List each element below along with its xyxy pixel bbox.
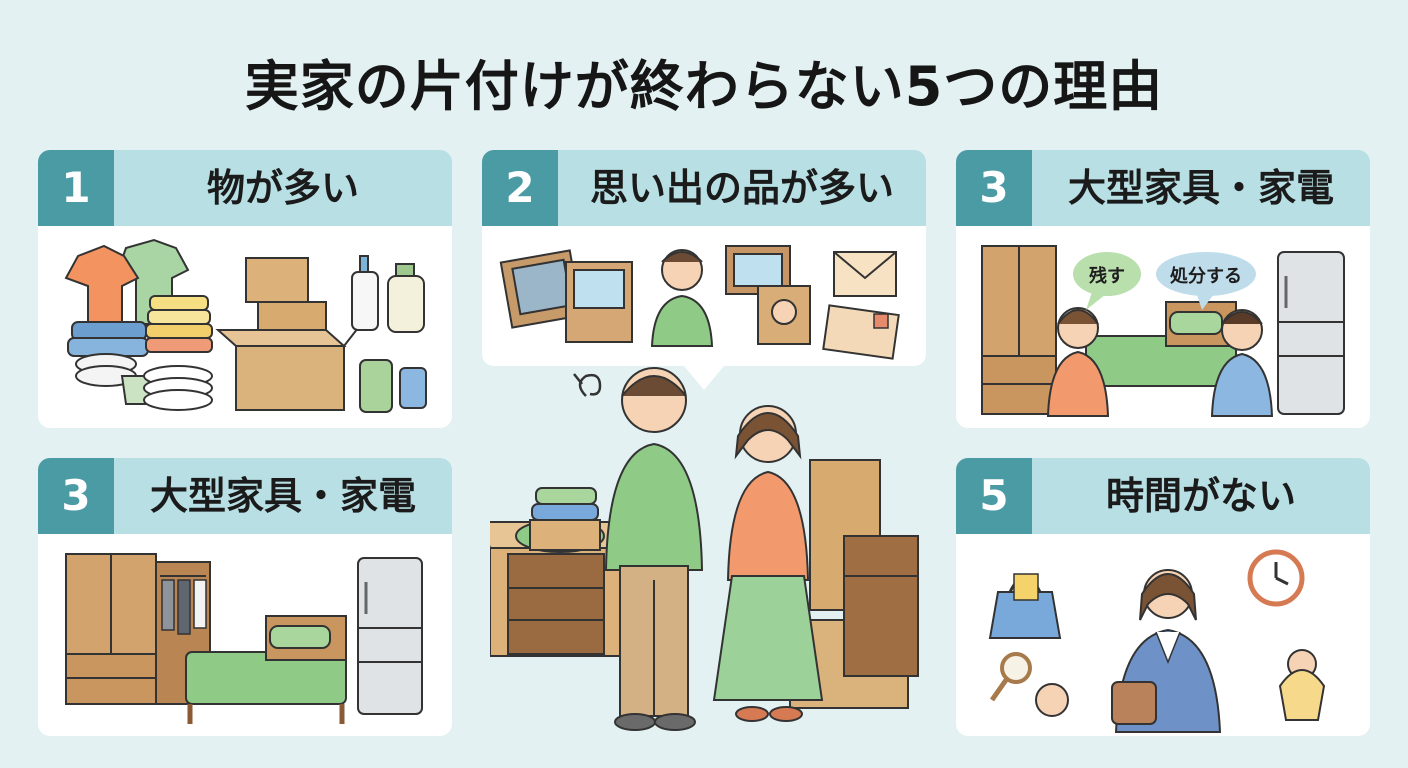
worried-woman-icon: [712, 405, 824, 722]
reason-card-1: 1 物が多い: [38, 150, 452, 428]
speech-text-dispose: 処分する: [1170, 265, 1242, 287]
woman-icon: [1046, 307, 1110, 417]
magnifier-icon: [989, 652, 1032, 702]
busy-woman-illustration: [988, 549, 1326, 733]
worry-swirl-icon: [573, 373, 602, 397]
card-number: 1: [38, 150, 114, 226]
card-number: 3: [38, 458, 114, 534]
thinking-man-icon: [650, 249, 714, 347]
photo-album-icon: [499, 249, 633, 343]
refrigerator-icon: [357, 557, 423, 715]
cardboard-boxes-icon: [215, 257, 359, 411]
reason-card-5: 5 時間がない: [956, 458, 1370, 736]
chest-of-drawers-icon: [507, 535, 919, 677]
card-label: 大型家具・家電: [1067, 166, 1334, 210]
center-couple-scene: [490, 367, 919, 731]
card-label: 大型家具・家電: [149, 474, 416, 518]
speech-bubble-tail: [684, 366, 724, 390]
card-header: 5 時間がない: [956, 458, 1370, 534]
card-label: 時間がない: [1105, 474, 1296, 518]
worried-man-icon: [604, 367, 704, 731]
refrigerator-icon: [1277, 251, 1345, 415]
framed-photos-icon: [725, 245, 811, 345]
card-header: 3 大型家具・家電: [38, 458, 452, 534]
belongings-illustration: [64, 238, 427, 413]
reason-card-4: 3 大型家具・家電: [38, 458, 452, 736]
bed-icon: [185, 615, 347, 724]
man-icon: [1210, 309, 1274, 417]
furniture-discussion-illustration: 残す 処分する: [981, 245, 1345, 417]
bottles-icon: [351, 255, 427, 413]
businesswoman-icon: [1111, 569, 1222, 733]
card-number: 5: [956, 458, 1032, 534]
card-label: 物が多い: [206, 166, 359, 210]
large-furniture-illustration: [65, 553, 423, 724]
dishes-icon: [75, 353, 213, 411]
wardrobe-icon: [981, 245, 1057, 415]
card-header: 2 思い出の品が多い: [482, 150, 926, 226]
card-header: 1 物が多い: [38, 150, 452, 226]
folded-clothes-icon: [529, 487, 601, 551]
card-number: 2: [482, 150, 558, 226]
folded-clothes-icon: [67, 295, 213, 357]
memories-illustration: [499, 245, 900, 360]
baby-icon: [1278, 649, 1326, 721]
letters-icon: [822, 251, 900, 360]
bed-icon: [1085, 301, 1237, 408]
wardrobe-icon: [65, 553, 157, 705]
speech-text-keep: 残す: [1089, 265, 1125, 287]
reason-card-2: 2 思い出の品が多い: [482, 150, 926, 366]
tote-bag-icon: [988, 573, 1062, 639]
baby-face-icon: [1035, 683, 1069, 717]
speech-bubble-keep: 残す: [1073, 252, 1141, 310]
card-label: 思い出の品が多い: [589, 166, 894, 210]
page-title: 実家の片付けが終わらない5つの理由: [244, 55, 1164, 118]
wall-clock-icon: [1247, 549, 1305, 607]
reason-card-3: 3 大型家具・家電: [956, 150, 1370, 428]
speech-bubble-dispose: 処分する: [1156, 252, 1256, 310]
card-number: 3: [956, 150, 1032, 226]
card-header: 3 大型家具・家電: [956, 150, 1370, 226]
